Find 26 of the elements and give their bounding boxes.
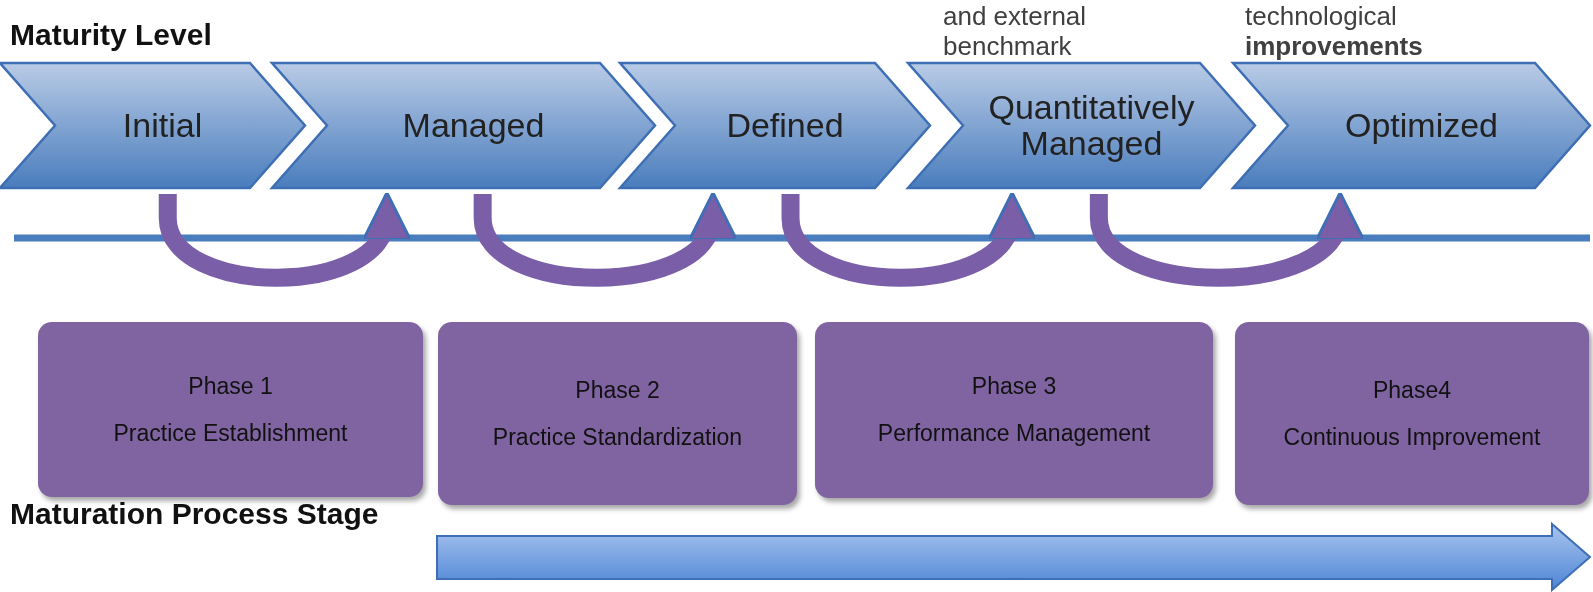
phase-title: Phase 1 [188,372,273,400]
phase-title: Phase4 [1373,376,1451,404]
level-label: Quantitatively Managed [987,89,1196,162]
phase-title: Phase 2 [575,376,660,404]
chevron-shape [908,63,1255,188]
phase-description: Continuous Improvement [1283,423,1541,451]
phase-box [438,322,797,505]
level-label: Initial [122,107,203,144]
phase-box [815,322,1213,498]
section-heading: Maturity Level [10,18,213,53]
phase-box [1235,322,1589,505]
level-label: Managed [402,107,545,144]
chevron-shape [620,63,930,188]
level-label: Defined [726,107,844,144]
phase-description: Practice Standardization [492,423,743,451]
section-heading: Maturation Process Stage [10,497,380,532]
phase-description: Practice Establishment [113,419,348,447]
chevron-shape [0,63,305,188]
phase-box [38,322,423,497]
note-text: and external benchmark [943,2,1088,62]
level-label: Optimized [1344,107,1499,144]
phase-title: Phase 3 [971,373,1057,400]
chevron-shape [1233,63,1590,188]
phase-description: Performance Management [877,420,1151,447]
chevron-shape [272,63,655,188]
note-text: technological improvements [1245,2,1424,62]
